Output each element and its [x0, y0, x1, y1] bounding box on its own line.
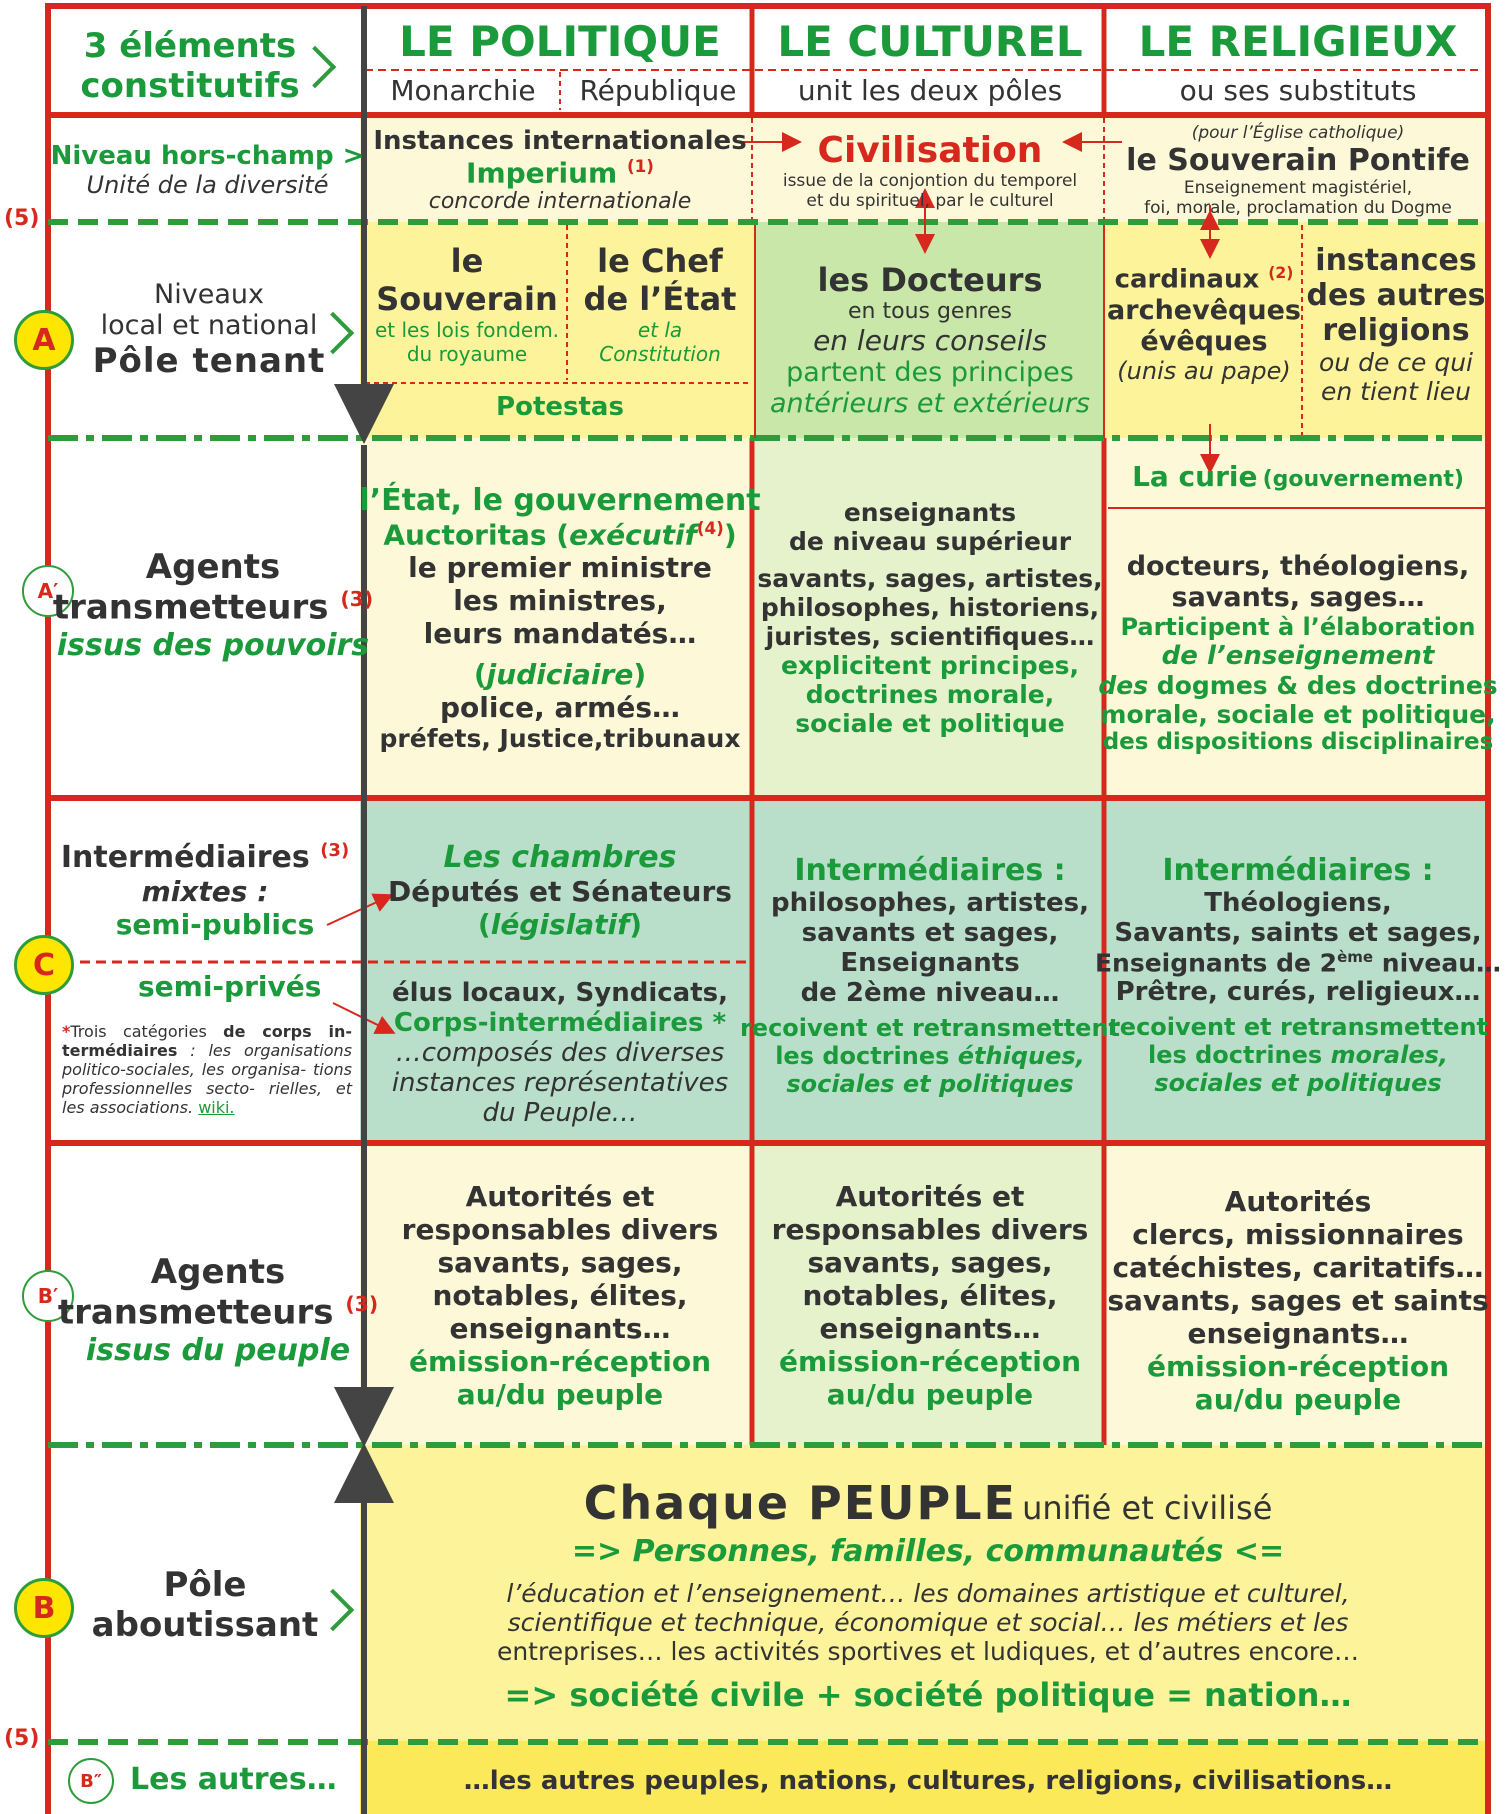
badge-b: B: [14, 1578, 74, 1638]
marker-5-bottom: (5): [4, 1726, 40, 1751]
autorites-culturel-cell: Autorités et responsables divers savants…: [771, 1179, 1089, 1411]
a-prime-cul-bg: [755, 438, 1105, 798]
les-autres-label: Les autres…: [130, 1762, 337, 1797]
autres-peuples-text: …les autres peuples, nations, cultures, …: [463, 1766, 1393, 1796]
docteurs-cell: les Docteurs en tous genres en leurs con…: [770, 261, 1090, 419]
b-band-bg: [360, 1445, 1490, 1741]
badge-a-prime: A′: [22, 565, 74, 617]
pole-tenant-label: Niveaux local et national Pôle tenant: [92, 279, 326, 381]
intermediaires-label: Intermédiaires (3) mixtes : semi-publics: [60, 840, 350, 941]
civilisation-cell: Civilisation issue de la conjontion du t…: [782, 129, 1078, 211]
b2-band-bg: [360, 1741, 1490, 1814]
header-band: [360, 10, 1490, 118]
badge-b-double-prime: B″: [68, 1758, 114, 1804]
agents-peuple-label: Agents transmetteurs (3) issus du peuple: [57, 1252, 379, 1368]
etat-gouvernement-cell: l’État, le gouvernement Auctoritas (exéc…: [359, 482, 761, 754]
pole-tenant-pol-bg: [360, 222, 755, 438]
curie-label: La curie (gouvernement): [1132, 460, 1464, 493]
chaque-peuple-cell: Chaque PEUPLE unifié et civilisé => Pers…: [496, 1476, 1360, 1714]
monarchie-label: Monarchie: [390, 74, 536, 107]
republique-label: République: [579, 74, 737, 107]
b-prime-pol-bg: [360, 1143, 755, 1445]
elements-label: 3 éléments constitutifs: [80, 25, 300, 106]
a-prime-rel-bg: [1105, 438, 1490, 798]
souverain-cell: le Souverain et les lois fondem. du roya…: [374, 242, 560, 366]
intermediaires-religieux-cell: Intermédiaires : Théologiens, Savants, s…: [1094, 852, 1502, 1098]
potestas-label: Potestas: [496, 392, 624, 422]
b-prime-cul-bg: [755, 1143, 1105, 1445]
b-prime-rel-bg: [1105, 1143, 1490, 1445]
badge-c: C: [14, 935, 74, 995]
pontife-cell: (pour l’Église catholique) le Souverain …: [1126, 122, 1470, 218]
hors-champ-label: Niveau hors-champ > Unité de la diversit…: [50, 141, 365, 199]
imperium-cell: Instances internationales Imperium (1) c…: [373, 125, 747, 215]
chef-etat-cell: le Chef de l’État et la Constitution: [583, 242, 737, 366]
culturel-sub: unit les deux pôles: [797, 74, 1063, 107]
pole-aboutissant-label: Pôle aboutissant: [91, 1565, 319, 1645]
badge-a: A: [14, 310, 74, 370]
semi-prives-label: semi-privés: [138, 970, 322, 1003]
pole-tenant-cul-bg: [755, 222, 1105, 438]
c-band-bg: [360, 798, 1490, 1143]
culturel-title: LE CULTUREL: [777, 16, 1083, 66]
enseignants-superieur-cell: enseignants de niveau supérieur savants,…: [757, 498, 1103, 738]
chambres-cell: Les chambres Députés et Sénateurs (légis…: [388, 839, 732, 941]
autorites-religieux-cell: Autorités clercs, missionnaires catéchis…: [1107, 1184, 1489, 1416]
religieux-title: LE RELIGIEUX: [1138, 16, 1458, 66]
agents-pouvoirs-label: Agents transmetteurs (3) issus des pouvo…: [52, 547, 374, 663]
autorites-politique-cell: Autorités et responsables divers savants…: [401, 1179, 719, 1411]
intermediaires-culturel-cell: Intermédiaires : philosophes, artistes, …: [739, 852, 1121, 1098]
cardinaux-cell: cardinaux (2) archevêques évêques (unis …: [1107, 264, 1301, 385]
docteurs-theologiens-cell: docteurs, théologiens, savants, sages… P…: [1098, 550, 1498, 755]
pole-tenant-rel-bg: [1105, 222, 1490, 438]
marker-5-top: (5): [4, 206, 40, 231]
wiki-link[interactable]: wiki.: [198, 1098, 235, 1117]
religieux-sub: ou ses substituts: [1179, 74, 1417, 107]
autres-religions-cell: instances des autres religions ou de ce …: [1306, 243, 1486, 406]
a-prime-pol-bg: [360, 438, 755, 798]
politique-title: LE POLITIQUE: [399, 16, 721, 66]
footnote-corps: *Trois catégories de corps in-termédiair…: [62, 1022, 352, 1117]
elus-locaux-cell: élus locaux, Syndicats, Corps-intermédia…: [391, 977, 729, 1128]
badge-b-prime: B′: [22, 1270, 74, 1322]
